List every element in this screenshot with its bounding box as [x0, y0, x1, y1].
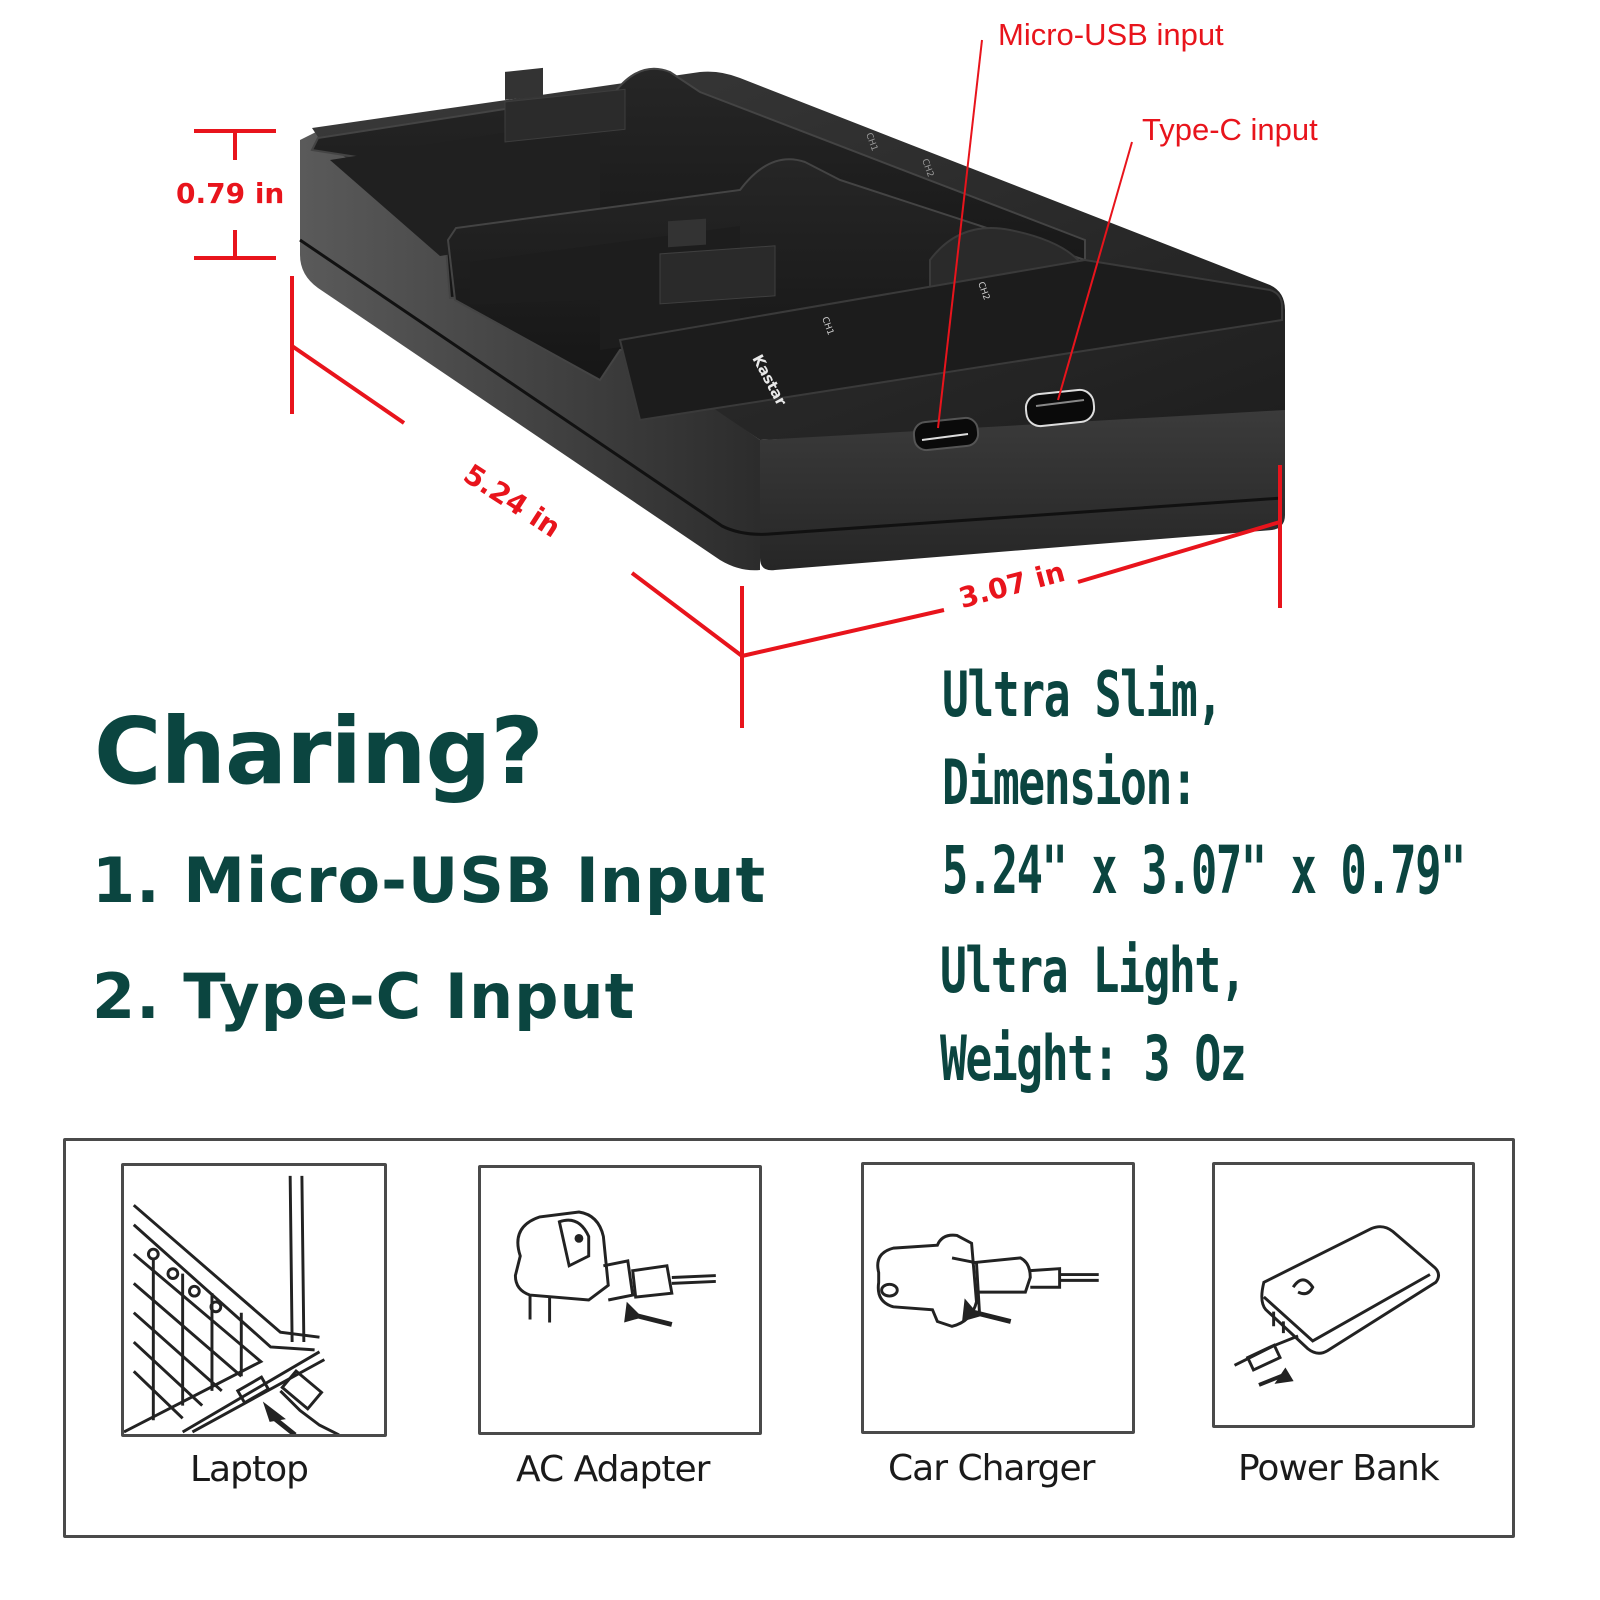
type-c-port-icon — [1024, 388, 1096, 428]
type-c-input-callout: Type-C input — [1142, 112, 1318, 147]
charging-option-type-c: 2. Type-C Input — [92, 960, 636, 1033]
power-bank-icon — [1212, 1162, 1475, 1428]
method-label-car-charger: Car Charger — [888, 1448, 1095, 1489]
method-label-ac-adapter: AC Adapter — [516, 1449, 710, 1490]
spec-dimension-label: Dimension: — [942, 746, 1198, 819]
car-charger-icon — [861, 1162, 1135, 1434]
product-image: Kastar CH1 CH2 CH1 CH2 — [0, 0, 1600, 760]
battery-charger-illustration: Kastar CH1 CH2 CH1 CH2 — [194, 39, 1285, 728]
spec-ultra-light: Ultra Light, — [940, 934, 1247, 1007]
ac-adapter-icon — [478, 1165, 762, 1435]
spec-weight: Weight: 3 Oz — [940, 1022, 1247, 1095]
height-dimension-label: 0.79 in — [176, 177, 285, 210]
charging-option-micro-usb: 1. Micro-USB Input — [92, 844, 767, 917]
method-label-laptop: Laptop — [190, 1449, 309, 1490]
spec-ultra-slim: Ultra Slim, — [942, 658, 1223, 731]
micro-usb-port-icon — [912, 416, 980, 452]
micro-usb-input-callout: Micro-USB input — [998, 17, 1224, 52]
dimension-lines — [194, 39, 1282, 728]
charging-title: Charing? — [94, 698, 544, 805]
method-label-power-bank: Power Bank — [1238, 1448, 1440, 1489]
charging-methods-panel — [63, 1138, 1515, 1538]
spec-dimension-value: 5.24" x 3.07" x 0.79" — [942, 832, 1466, 909]
laptop-usb-icon — [121, 1163, 387, 1437]
